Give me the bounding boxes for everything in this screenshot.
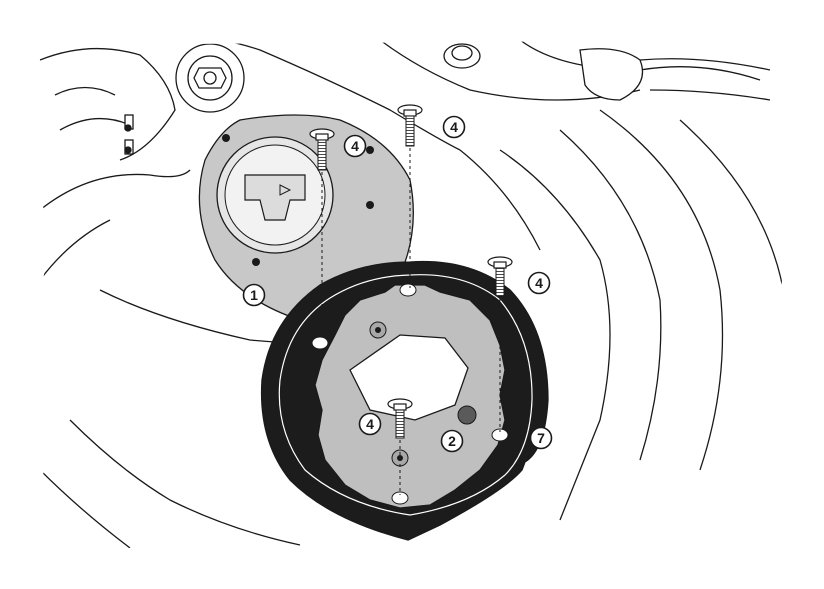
callout-4-lower: 4 xyxy=(358,412,382,436)
callout-7: 7 xyxy=(529,426,553,450)
svg-text:4: 4 xyxy=(535,275,543,291)
svg-text:4: 4 xyxy=(366,416,374,432)
callout-1: 1 xyxy=(242,283,266,307)
svg-text:7: 7 xyxy=(537,430,545,446)
screw-right xyxy=(487,256,513,297)
svg-text:4: 4 xyxy=(450,119,458,135)
assembly-guide-lines xyxy=(321,148,501,495)
screw-lower xyxy=(387,398,413,439)
callout-4-upper-center: 4 xyxy=(442,115,466,139)
callout-4-upper-left: 4 xyxy=(343,134,367,158)
svg-text:1: 1 xyxy=(250,287,258,303)
svg-text:4: 4 xyxy=(351,138,359,154)
adapter-plate xyxy=(311,283,509,509)
screw-upper-center xyxy=(397,104,423,147)
svg-text:2: 2 xyxy=(448,433,456,449)
callout-2: 2 xyxy=(440,429,464,453)
screw-upper-left xyxy=(309,128,335,171)
callout-4-right: 4 xyxy=(527,271,551,295)
